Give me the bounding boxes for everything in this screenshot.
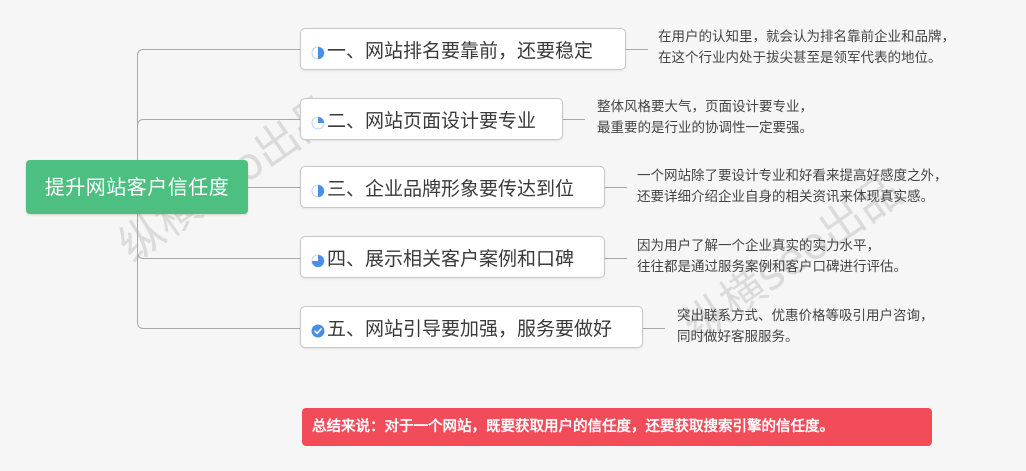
progress-50-icon xyxy=(311,46,325,60)
note-line: 一个网站除了要设计专业和好看来提高好感度之外， xyxy=(637,168,948,184)
summary-banner: 总结来说：对于一个网站，既要获取用户的信任度，还要获取搜索引擎的信任度。 xyxy=(302,408,932,446)
branch-topic-3[interactable]: 三、企业品牌形象要传达到位 xyxy=(300,166,605,208)
progress-50-icon xyxy=(311,184,325,198)
note-line: 在这个行业内处于拔尖甚至是领军代表的地位。 xyxy=(658,50,942,66)
branch-topic-4[interactable]: 四、展示相关客户案例和口碑 xyxy=(300,236,605,278)
branch-note-5: 突出联系方式、优惠价格等吸引用户咨询， 同时做好客服服务。 xyxy=(677,306,934,348)
branch-topic-1[interactable]: 一、网站排名要靠前，还要稳定 xyxy=(300,28,626,70)
branch-note-1: 在用户的认知里，就会认为排名靠前企业和品牌， 在这个行业内处于拔尖甚至是领军代表… xyxy=(658,27,955,69)
branch-label: 四、展示相关客户案例和口碑 xyxy=(327,247,575,270)
progress-complete-check-icon xyxy=(311,324,325,338)
progress-25-icon xyxy=(311,116,325,130)
branch-note-3: 一个网站除了要设计专业和好看来提高好感度之外， 还要详细介绍企业自身的相关资讯来… xyxy=(637,166,948,208)
branch-label: 一、网站排名要靠前，还要稳定 xyxy=(327,39,594,62)
note-line: 因为用户了解一个企业真实的实力水平， xyxy=(637,238,880,254)
note-line: 整体风格要大气，页面设计要专业， xyxy=(597,99,813,115)
branch-note-2: 整体风格要大气，页面设计要专业， 最重要的是行业的协调性一定要强。 xyxy=(597,97,813,139)
branch-note-4: 因为用户了解一个企业真实的实力水平， 往往都是通过服务案例和客户口碑进行评估。 xyxy=(637,236,907,278)
branch-label: 三、企业品牌形象要传达到位 xyxy=(327,177,575,200)
note-line: 往往都是通过服务案例和客户口碑进行评估。 xyxy=(637,259,907,275)
progress-75-icon xyxy=(311,254,325,268)
branch-label: 二、网站页面设计要专业 xyxy=(327,109,537,132)
note-line: 同时做好客服服务。 xyxy=(677,329,799,345)
note-line: 最重要的是行业的协调性一定要强。 xyxy=(597,120,813,136)
branch-topic-5[interactable]: 五、网站引导要加强，服务要做好 xyxy=(300,306,643,348)
branch-topic-2[interactable]: 二、网站页面设计要专业 xyxy=(300,98,563,140)
note-line: 在用户的认知里，就会认为排名靠前企业和品牌， xyxy=(658,29,955,45)
note-line: 还要详细介绍企业自身的相关资讯来体现真实感。 xyxy=(637,189,934,205)
note-line: 突出联系方式、优惠价格等吸引用户咨询， xyxy=(677,308,934,324)
branch-label: 五、网站引导要加强，服务要做好 xyxy=(327,317,613,340)
root-topic[interactable]: 提升网站客户信任度 xyxy=(26,160,248,214)
